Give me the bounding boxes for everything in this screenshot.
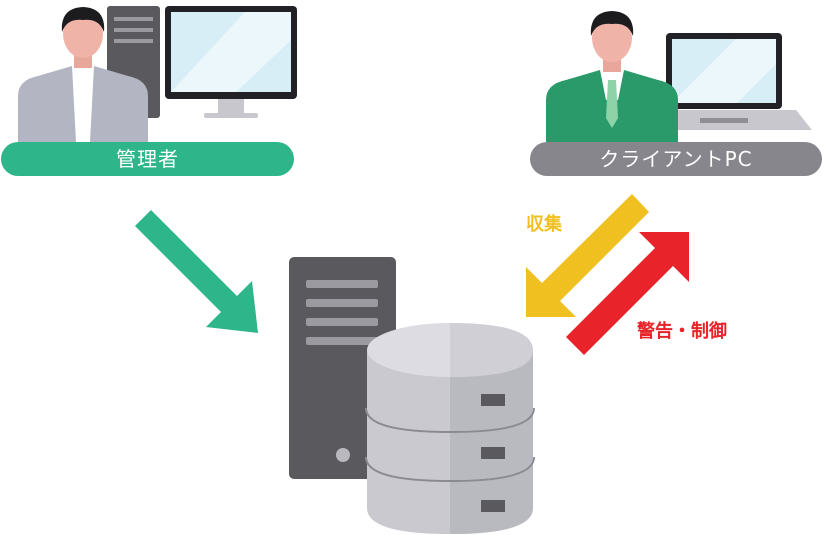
database-icon bbox=[365, 323, 535, 534]
client-label: クライアントPC bbox=[530, 142, 822, 176]
admin-label: 管理者 bbox=[1, 142, 294, 176]
warn-control-label: 警告・制御 bbox=[637, 321, 727, 342]
collect-arrow bbox=[526, 194, 649, 317]
client-laptop-icon bbox=[636, 33, 812, 130]
warn-control-arrow bbox=[566, 232, 689, 355]
client-person-icon bbox=[546, 11, 678, 142]
collect-label: 収集 bbox=[526, 214, 562, 235]
admin-monitor-icon bbox=[165, 6, 297, 118]
admin-person-icon bbox=[18, 7, 148, 142]
admin-to-server-arrow bbox=[135, 210, 258, 333]
